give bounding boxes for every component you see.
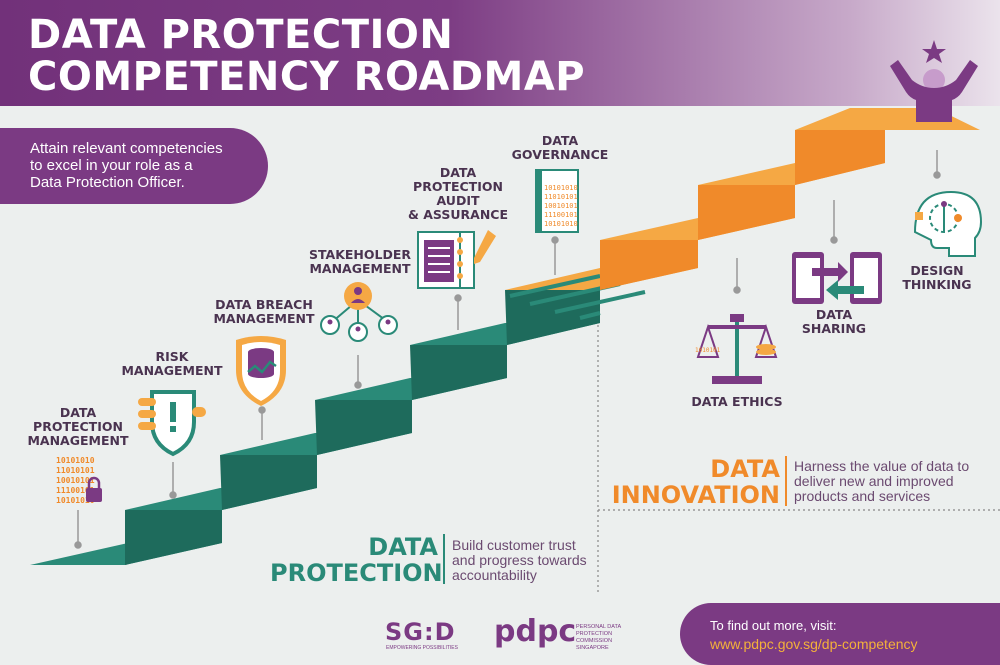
people-network-icon bbox=[320, 282, 398, 342]
svg-text:11010101: 11010101 bbox=[544, 193, 578, 201]
svg-text:10010101: 10010101 bbox=[544, 202, 578, 210]
lock-icon: 10101010 11010101 10010101 11100101 1010… bbox=[56, 456, 102, 505]
header-band bbox=[0, 0, 1000, 106]
intro-line3: Data Protection Officer. bbox=[30, 174, 185, 191]
footer-cta-banner bbox=[680, 603, 1000, 665]
svg-text:10101010: 10101010 bbox=[544, 220, 578, 228]
data-innovation-description: Harness the value of data to deliver new… bbox=[794, 458, 970, 504]
sgd-logo: SG:D bbox=[385, 618, 456, 646]
svg-text:10101010: 10101010 bbox=[56, 456, 95, 465]
svg-text:10101010: 10101010 bbox=[56, 496, 95, 505]
star-person-icon bbox=[890, 40, 978, 122]
database-shield-icon bbox=[236, 336, 286, 406]
footer-cta-text: To find out more, visit: bbox=[710, 618, 837, 633]
label-data-protection-management: DATA PROTECTION MANAGEMENT bbox=[27, 405, 129, 448]
label-data-breach-management: DATA BREACH MANAGEMENT bbox=[213, 297, 315, 326]
svg-text:1010101: 1010101 bbox=[695, 347, 721, 354]
label-risk-management: RISK MANAGEMENT bbox=[121, 349, 223, 378]
protection-steps bbox=[30, 240, 698, 565]
intro-line1: Attain relevant competencies bbox=[30, 140, 223, 157]
data-protection-description: Build customer trust and progress toward… bbox=[452, 537, 587, 583]
intro-line2: to excel in your role as a bbox=[30, 157, 193, 174]
label-design-thinking: DESIGN THINKING bbox=[902, 263, 972, 292]
shield-alert-icon bbox=[138, 390, 206, 457]
data-innovation-divider bbox=[785, 456, 787, 506]
section-guide-lines bbox=[597, 295, 1000, 595]
tablets-exchange-icon bbox=[792, 252, 882, 304]
footer-url-link[interactable]: www.pdpc.gov.sg/dp-competency bbox=[710, 636, 918, 652]
data-protection-divider bbox=[443, 534, 445, 584]
label-data-governance: DATA GOVERNANCE bbox=[511, 133, 609, 162]
innovation-steps bbox=[600, 108, 980, 240]
page-title-line1: DATA PROTECTION bbox=[28, 12, 454, 58]
pdpc-logo: pdpc bbox=[494, 614, 577, 649]
label-data-protection-audit: DATA PROTECTION AUDIT & ASSURANCE bbox=[408, 165, 508, 222]
label-stakeholder-management: STAKEHOLDER MANAGEMENT bbox=[308, 247, 412, 276]
connector-pins bbox=[74, 150, 941, 549]
pdpc-logo-subtitle: PERSONAL DATA PROTECTION COMMISSION SING… bbox=[576, 624, 622, 651]
notebook-pen-icon bbox=[417, 230, 496, 289]
scales-icon: 1010101 bbox=[695, 314, 778, 384]
svg-text:11010101: 11010101 bbox=[56, 466, 95, 475]
svg-text:10101010: 10101010 bbox=[544, 184, 578, 192]
binary-book-icon: 10101010 11010101 10010101 11100101 1010… bbox=[535, 169, 579, 233]
data-innovation-heading: DATA INNOVATION bbox=[611, 455, 780, 509]
svg-text:10010101: 10010101 bbox=[56, 476, 95, 485]
sgd-logo-tagline: EMPOWERING POSSIBILITIES bbox=[386, 645, 458, 651]
page-title-line2: COMPETENCY ROADMAP bbox=[28, 54, 586, 100]
svg-text:11100101: 11100101 bbox=[544, 211, 578, 219]
label-data-ethics: DATA ETHICS bbox=[691, 394, 783, 409]
label-data-sharing: DATA SHARING bbox=[801, 307, 867, 336]
data-protection-heading: DATA PROTECTION bbox=[270, 533, 443, 587]
intro-banner: Attain relevant competencies to excel in… bbox=[0, 128, 268, 204]
svg-text:11100101: 11100101 bbox=[56, 486, 95, 495]
head-gear-icon bbox=[913, 190, 983, 257]
